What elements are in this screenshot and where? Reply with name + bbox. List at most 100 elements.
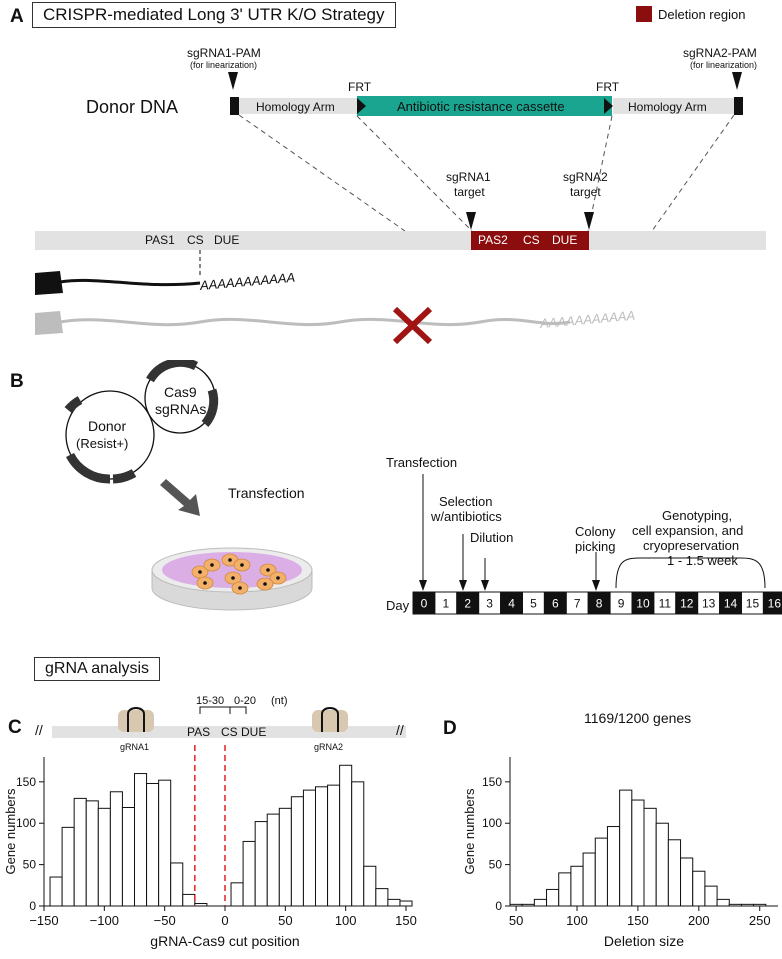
histogram-bar [716,898,730,907]
span-0-20: 0-20 [234,695,257,707]
homology-arm-right [613,98,734,114]
cs1-label: CS [187,233,204,247]
sgRNA1-pam-arrow [228,72,238,90]
event-genotyping-line3: cryopreservation [643,538,740,553]
gRNA1-shape [118,710,154,732]
histogram-bar [509,903,523,907]
event-selection-line1: Selection [439,494,493,509]
nt-label: (nt) [271,695,288,707]
x-tick-label: 150 [627,913,649,928]
event-colony-line2: picking [575,539,616,554]
x-axis-label: Deletion size [604,933,684,949]
timeline-day-number: 11 [659,597,672,611]
donor-label: Donor [88,418,127,434]
event-dilution: Dilution [470,530,514,545]
panel-c-letter: C [8,717,22,738]
mrna-active [59,278,201,287]
sgRNA1-target-arrow [466,212,476,230]
donor-dna-label: Donor DNA [86,97,179,117]
cross-icon [392,306,433,345]
x-tick-label: −100 [90,913,119,928]
histogram-bar [230,882,244,907]
histogram-bar [363,865,377,907]
x-tick-label: 200 [688,913,710,928]
x-axis-label: gRNA-Cas9 cut position [150,933,299,949]
timeline-day-number: 8 [596,597,603,611]
x-tick-label: −150 [29,913,58,928]
cs2-label: CS [523,233,540,247]
histogram-bar [121,806,136,907]
histogram-bar [387,898,401,907]
transfection-label: Transfection [228,485,305,501]
grna-analysis-title: gRNA analysis [34,657,161,681]
antibiotic-cassette [357,96,612,116]
histogram-bar [533,898,548,907]
donor-right-end [734,97,743,115]
sgrnas-label: sgRNAs [155,401,207,417]
c-left-slashes: // [35,722,43,738]
panel-a-letter: A [10,6,24,27]
timeline-day-cell [762,591,782,615]
timeline-day-number: 9 [618,597,625,611]
histogram-bar [146,782,160,907]
histogram-bar [594,837,608,907]
histogram-bar [49,876,63,907]
histogram-bar [753,903,767,907]
resist-label: (Resist+) [76,436,129,451]
histogram-bar [643,807,657,907]
timeline-day-number: 16 [768,597,782,611]
sgRNA1-target-line1: sgRNA1 [446,170,491,184]
histogram-bar [740,903,755,907]
histogram-bar [339,764,353,907]
mrna-cap-active [35,271,63,295]
histogram-bar [158,779,172,907]
histogram-bar [558,872,572,907]
y-tick-label: 50 [23,858,37,872]
cassette-label: Antibiotic resistance cassette [397,99,565,114]
homology-arm-left-label: Homology Arm [256,100,335,114]
y-tick-label: 50 [489,858,503,872]
histogram-bar [266,813,280,907]
c-pas-label: PAS [187,725,211,739]
y-tick-label: 100 [16,816,36,830]
pas2-label: PAS2 [478,233,508,247]
timeline-day-label: Day [386,598,410,613]
timeline-day-number: 6 [552,597,559,611]
donor-left-end [230,97,239,115]
genotyping-bracket [615,557,766,589]
sgRNA1-target-line2: target [454,185,485,199]
mrna-inactive [59,317,571,327]
histogram-bar [667,839,682,907]
c-cs-label: CS [221,725,238,739]
c-grna2-label: gRNA2 [314,742,344,752]
histogram-bar [109,791,123,907]
frt-right-marker [604,98,613,114]
timeline-day-number: 2 [464,597,471,611]
deletion-legend-swatch [636,6,652,22]
event-transfection: Transfection [386,455,458,470]
event-genotyping-line2: cell expansion, and [632,523,744,538]
sgRNA2-pam-note: (for linearization) [690,60,758,70]
mrna-cap-inactive [35,311,63,335]
histogram-bar [351,781,365,907]
histogram-bar [302,789,316,907]
y-tick-label: 150 [16,775,36,789]
histogram-bar [728,903,742,907]
homology-arm-left [239,98,357,114]
due2-label: DUE [552,233,578,247]
timeline-day-number: 1 [443,597,450,611]
histogram-bar [134,773,148,907]
event-colony-line1: Colony [575,524,616,539]
panel-a-diagram [35,72,766,345]
x-tick-label: 0 [221,913,228,928]
y-tick-label: 0 [495,899,502,913]
x-tick-label: 50 [509,913,523,928]
histogram-bar [546,888,560,907]
histogram-bar [97,807,111,907]
panel-a-title: CRISPR-mediated Long 3' UTR K/O Strategy [32,2,396,28]
histogram-bar [85,800,99,907]
histogram-bar [61,826,75,907]
y-axis-label: Gene numbers [3,788,18,874]
sgRNA1-pam-note: (for linearization) [190,60,258,70]
cas9-label: Cas9 [164,384,197,400]
